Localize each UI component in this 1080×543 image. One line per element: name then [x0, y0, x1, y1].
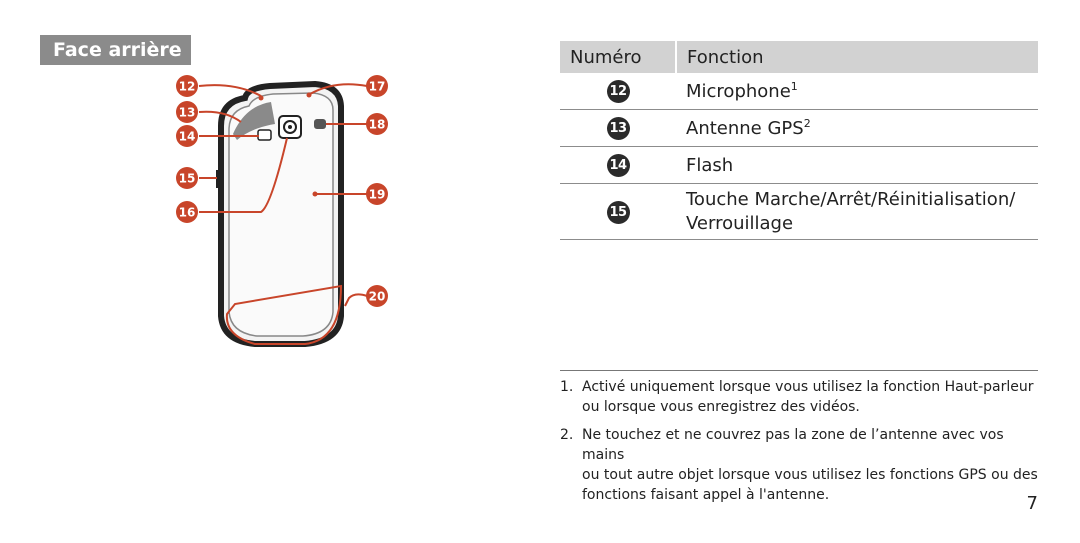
footnote-text-line1: Ne touchez et ne couvrez pas la zone de …: [582, 427, 1004, 463]
gps-antenna-area: [233, 102, 275, 140]
number-badge: 13: [606, 117, 630, 140]
footnote-ref: 1: [790, 79, 798, 93]
footnote-text-line3: fonctions faisant appel à l'antenne.: [582, 487, 830, 503]
svg-text:14: 14: [179, 130, 196, 144]
function-label-line2: Verrouillage: [686, 212, 794, 234]
svg-text:12: 12: [179, 80, 196, 94]
row-number-cell: 12: [560, 73, 676, 110]
svg-text:16: 16: [179, 206, 196, 220]
row-function-cell: Flash: [676, 146, 1038, 184]
footnote-marker: 2.: [560, 427, 574, 443]
row-number-cell: 14: [560, 146, 676, 184]
svg-text:19: 19: [369, 188, 386, 202]
phone-body-inner: [228, 92, 334, 337]
footnote-item: 2. Ne touchez et ne couvrez pas la zone …: [560, 425, 1038, 505]
svg-text:20: 20: [369, 290, 386, 304]
callout-16-icon: 16: [176, 201, 198, 223]
footnote-item: 1. Activé uniquement lorsque vous utilis…: [560, 377, 1038, 417]
function-table: Numéro Fonction 12 Microphone1 13 Antenn…: [560, 41, 1038, 240]
callout-15-icon: 15: [176, 167, 198, 189]
footnote-text-line1: Activé uniquement lorsque vous utilisez …: [582, 379, 1034, 395]
row-function-cell: Touche Marche/Arrêt/Réinitialisation/Ver…: [676, 183, 1038, 240]
svg-text:17: 17: [369, 80, 386, 94]
row-function-cell: Antenne GPS2: [676, 109, 1038, 147]
footnote-text-line2: ou tout autre objet lorsque vous utilise…: [582, 467, 1038, 483]
section-title: Face arrière: [40, 35, 191, 65]
footnote-text-line2: ou lorsque vous enregistrez des vidéos.: [582, 399, 860, 415]
header-number: Numéro: [560, 41, 676, 73]
header-function: Fonction: [675, 41, 1038, 73]
svg-text:13: 13: [179, 106, 196, 120]
number-badge: 14: [606, 154, 630, 177]
footnote-marker: 1.: [560, 379, 574, 395]
flash-icon: [257, 129, 272, 141]
callout-20-icon: 20: [366, 285, 388, 307]
number-badge: 15: [606, 201, 630, 224]
side-key: [216, 170, 221, 188]
callout-13-icon: 13: [176, 101, 198, 123]
callout-14-icon: 14: [176, 125, 198, 147]
table-header-row: Numéro Fonction: [560, 41, 1038, 73]
svg-text:18: 18: [369, 118, 386, 132]
table-row: 12 Microphone1: [560, 73, 1038, 110]
function-label-line1: Touche Marche/Arrêt/Réinitialisation/: [686, 188, 1016, 210]
row-number-cell: 15: [560, 183, 676, 240]
table-row: 13 Antenne GPS2: [560, 109, 1038, 147]
function-label: Flash: [686, 154, 734, 176]
svg-text:15: 15: [179, 172, 196, 186]
table-row: 14 Flash: [560, 146, 1038, 184]
callout-18-icon: 18: [366, 113, 388, 135]
page-number: 7: [1026, 493, 1038, 514]
number-badge: 12: [606, 80, 630, 103]
function-label: Microphone: [686, 80, 791, 102]
phone-back-illustration: 12 13 14 15 16 17 18 19 20: [176, 75, 388, 347]
speaker-icon: [314, 119, 326, 129]
callout-19-icon: 19: [366, 183, 388, 205]
footnotes-list: 1. Activé uniquement lorsque vous utilis…: [560, 377, 1038, 513]
callout-17-icon: 17: [366, 75, 388, 97]
footnote-divider: [560, 370, 1038, 371]
row-function-cell: Microphone1: [676, 73, 1038, 110]
footnote-ref: 2: [803, 116, 811, 130]
callout-12-icon: 12: [176, 75, 198, 97]
row-number-cell: 13: [560, 109, 676, 147]
table-row: 15 Touche Marche/Arrêt/Réinitialisation/…: [560, 183, 1038, 240]
function-label: Antenne GPS: [686, 117, 804, 139]
